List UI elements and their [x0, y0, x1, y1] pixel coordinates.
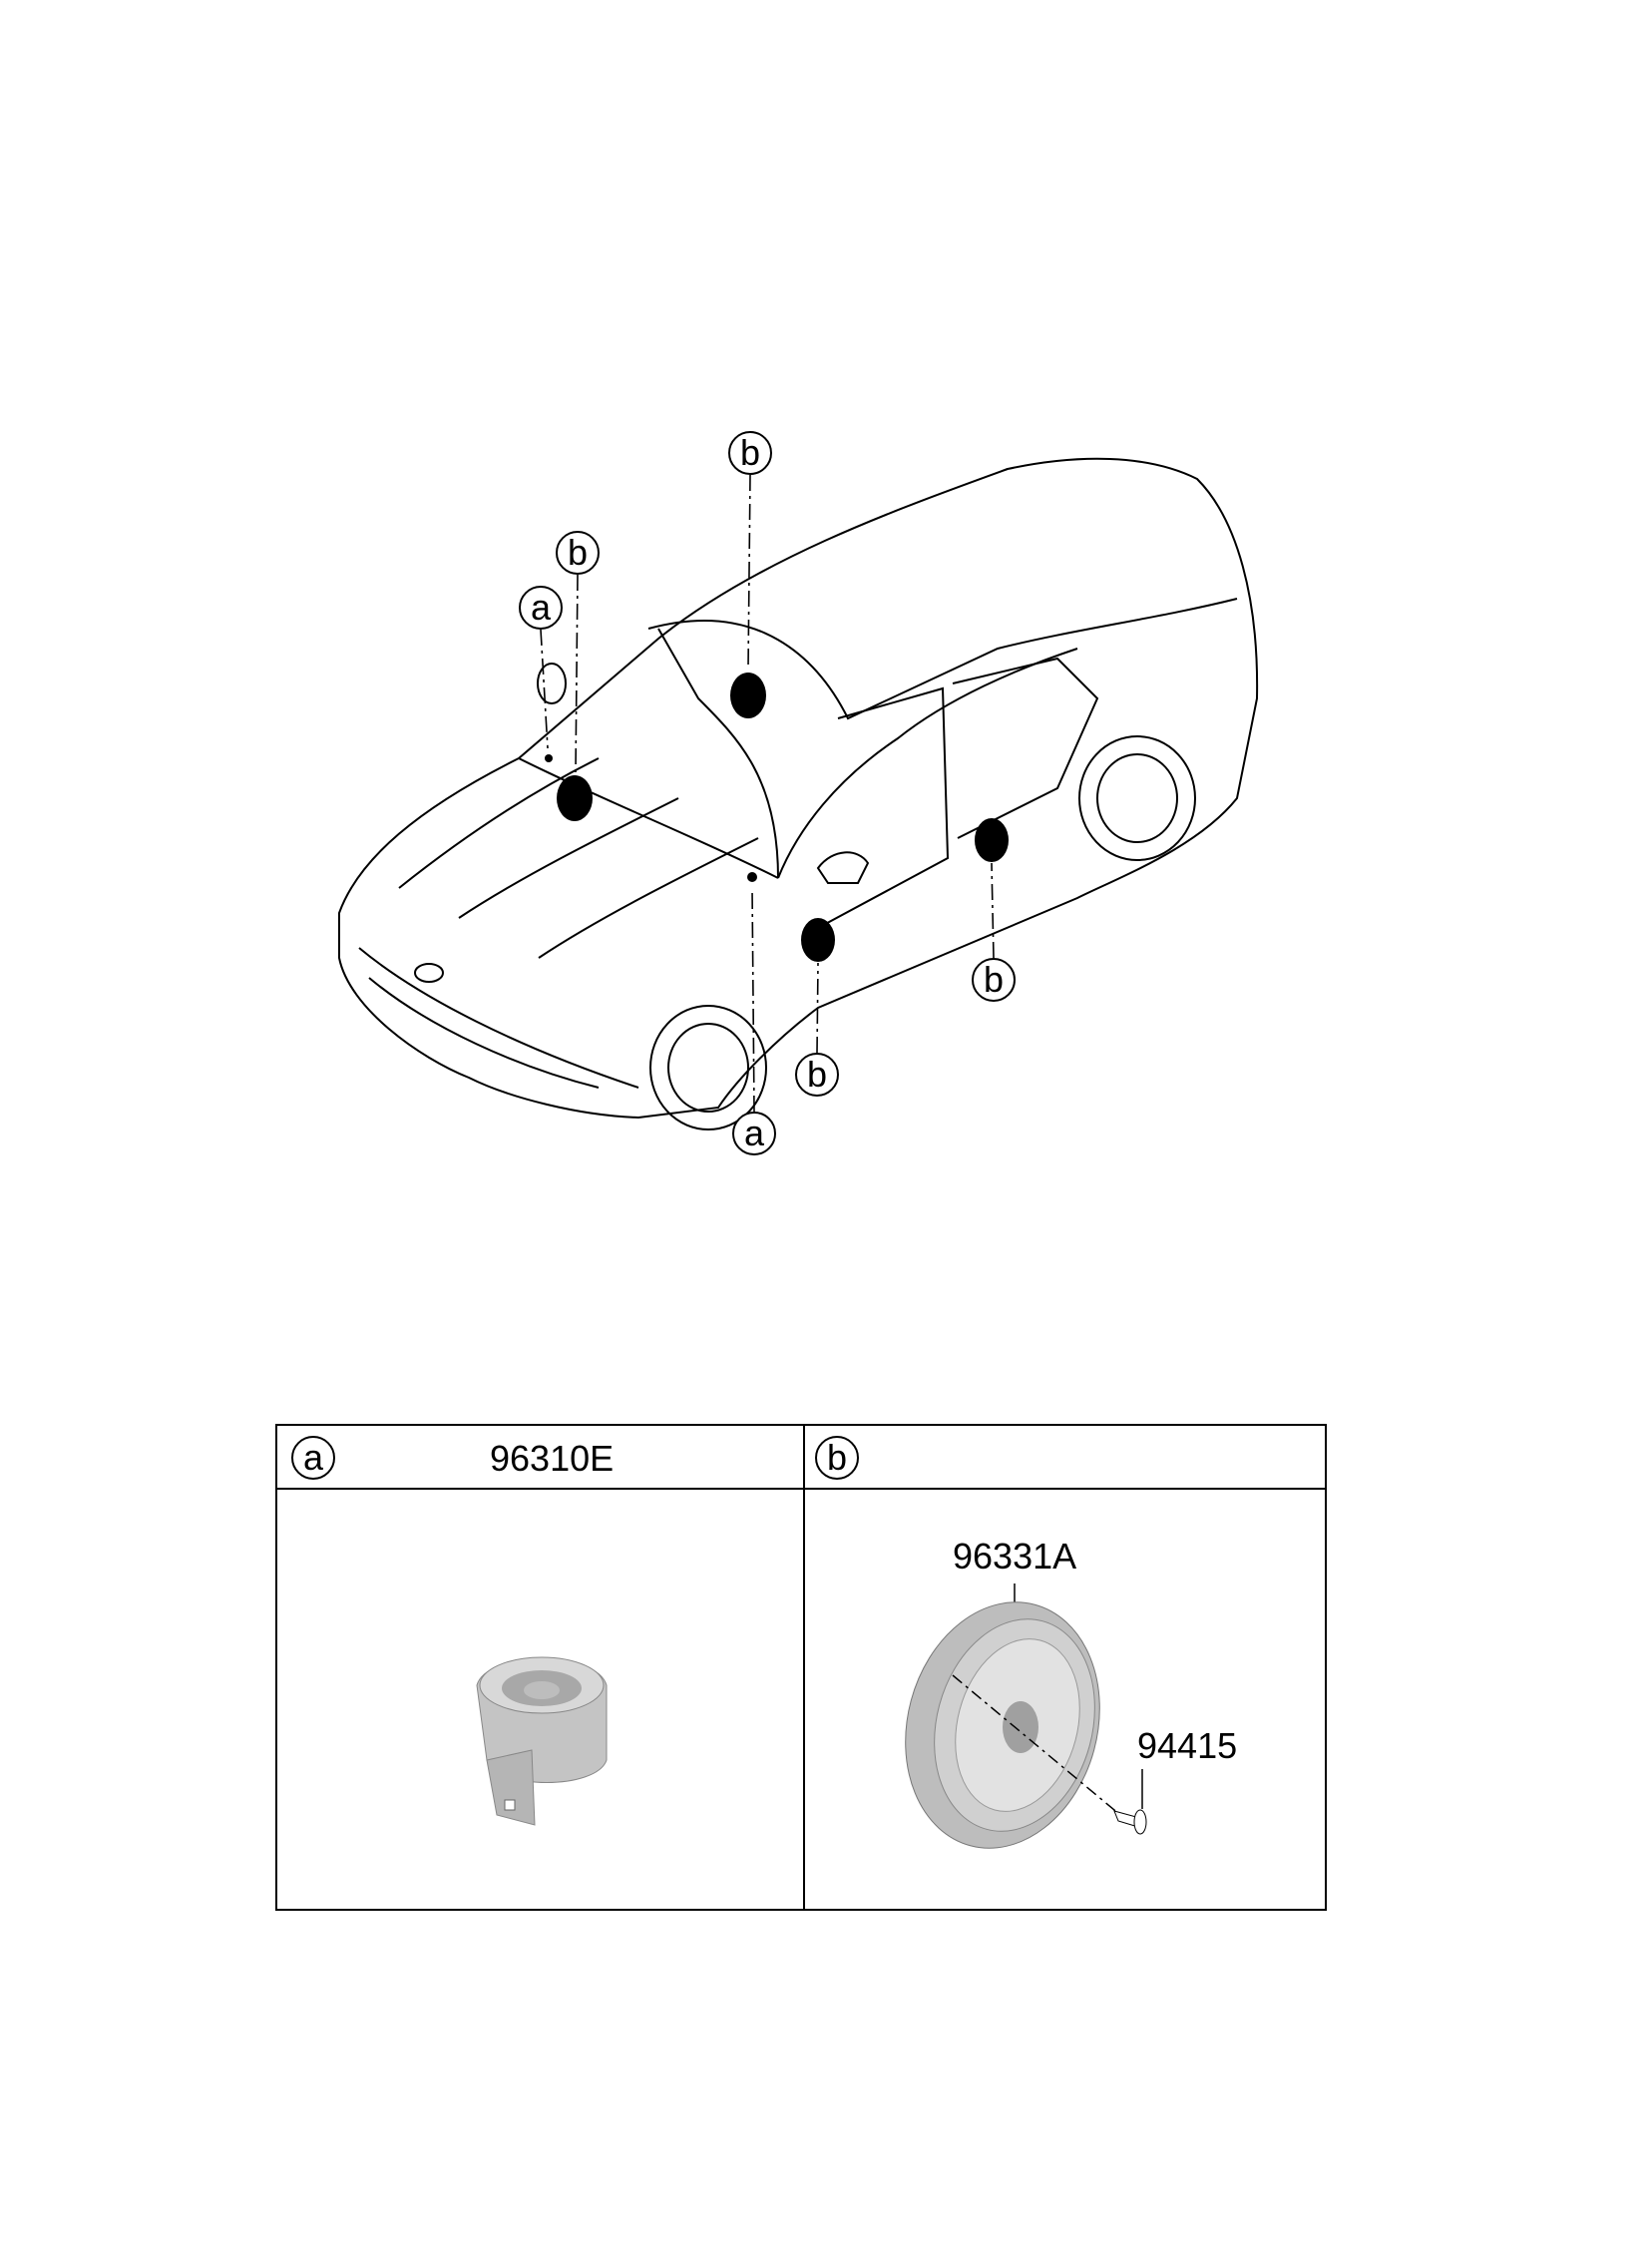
column-a: a 96310E	[277, 1426, 805, 1909]
tweeter-image	[476, 1656, 608, 1826]
car-body-outline	[338, 457, 1259, 1130]
car-illustration	[338, 457, 1259, 1130]
speaker-image	[905, 1583, 1147, 1849]
callout-b-rear-door: b	[972, 958, 1016, 1002]
speaker-mark-front-door	[801, 918, 835, 962]
part-number-96331A: 96331A	[953, 1536, 1077, 1577]
callout-a-dash: a	[519, 586, 563, 630]
tweeter-mark-pillar	[747, 872, 757, 882]
parts-table: a 96310E b 96331A 94415	[275, 1424, 1327, 1911]
column-b-header: b	[803, 1426, 1325, 1490]
column-a-header: a 96310E	[277, 1426, 803, 1490]
speaker-mark-dash	[557, 775, 593, 821]
callout-b-front-door: b	[795, 1053, 839, 1097]
part-number-96310E: 96310E	[490, 1438, 615, 1479]
tweeter-mark-dash	[545, 754, 553, 762]
column-a-ref: a	[291, 1436, 335, 1480]
part-number-94415: 94415	[1137, 1725, 1238, 1766]
leader-lines	[540, 474, 995, 1113]
speaker-mark-rear-door	[975, 818, 1009, 862]
callout-a-pillar: a	[732, 1112, 776, 1155]
column-b: b 96331A 94415	[803, 1426, 1325, 1909]
callout-b-roof: b	[728, 431, 772, 475]
speaker-location-marks	[545, 673, 1009, 962]
callout-b-dash: b	[556, 531, 600, 575]
column-b-ref: b	[815, 1436, 859, 1480]
speaker-mark-roof	[730, 673, 766, 718]
